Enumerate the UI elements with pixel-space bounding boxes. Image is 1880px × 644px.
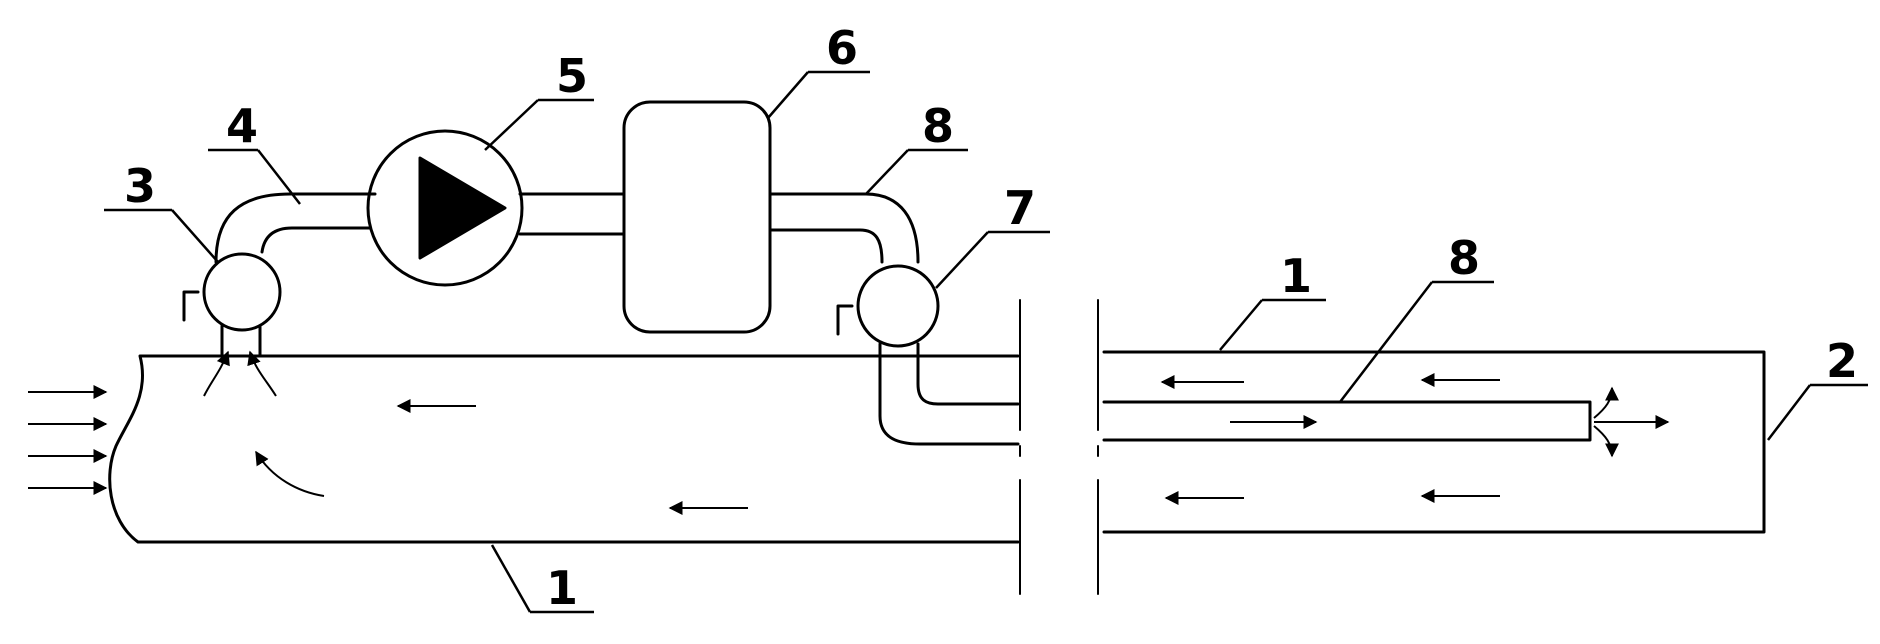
label-pump: 5 — [556, 49, 588, 103]
label-dead-end: 2 — [1826, 334, 1858, 388]
label-valve-right: 7 — [1004, 181, 1036, 235]
unit-box — [622, 100, 772, 334]
return-pipe-top — [768, 192, 920, 264]
outlet-arrow-down — [1593, 425, 1619, 458]
flow-arrow-curve — [255, 450, 325, 497]
label-return-pipe-inner: 8 — [1448, 231, 1480, 285]
suction-arrow-left — [203, 350, 230, 397]
outlet-arrow-up — [1593, 386, 1619, 419]
main-pipe-left — [108, 354, 1020, 544]
label-pipe-main-bottom: 1 — [546, 561, 578, 615]
suction-pipe — [214, 192, 377, 264]
label-valve-left: 3 — [124, 159, 156, 213]
pump-triangle — [418, 156, 507, 260]
valve-left — [202, 252, 282, 332]
return-pipe-inner — [1102, 400, 1592, 442]
pump-to-unit-pipe — [518, 192, 626, 236]
label-pipe-right-top: 1 — [1280, 249, 1312, 303]
label-suction-pipe: 4 — [226, 99, 258, 153]
main-pipe-right — [1102, 350, 1766, 534]
suction-arrow-right — [247, 350, 277, 397]
pump-casing — [366, 129, 524, 287]
label-unit: 6 — [826, 21, 858, 75]
valve-right-stub — [878, 342, 1020, 446]
label-return-pipe-top: 8 — [922, 99, 954, 153]
flow-arrows — [28, 350, 1670, 515]
leader-lines — [104, 70, 1868, 614]
valve-left-handle — [182, 290, 200, 322]
valve-right — [856, 264, 940, 348]
valve-right-handle — [836, 304, 854, 336]
pipe-break-lines — [1019, 299, 1099, 595]
